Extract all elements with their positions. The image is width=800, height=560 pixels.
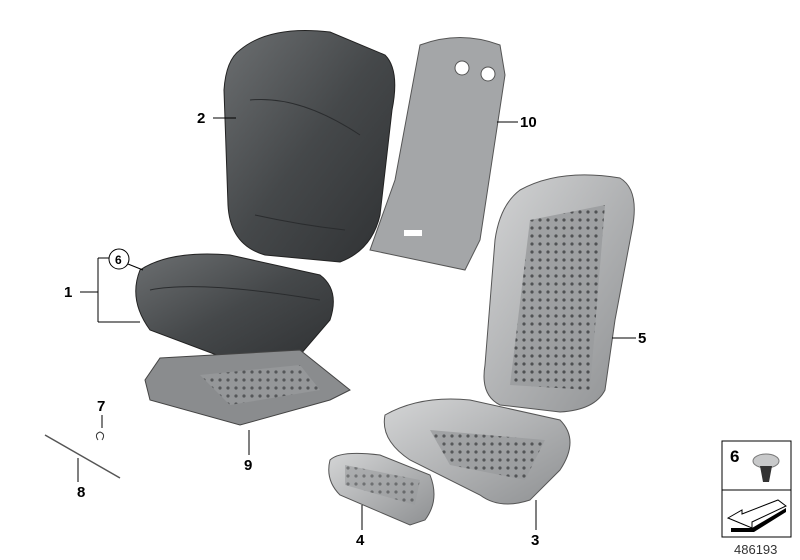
- part-seat-foam[interactable]: [383, 398, 571, 505]
- leader-lines: [77, 117, 636, 530]
- callout-circle: [108, 248, 130, 270]
- callout-1[interactable]: 1: [64, 284, 72, 301]
- arrow-icon: [726, 499, 787, 532]
- callout-6[interactable]: 6: [115, 253, 122, 267]
- part-seat-mat[interactable]: [144, 349, 351, 426]
- callout-3[interactable]: 3: [531, 532, 539, 549]
- callout-7[interactable]: 7: [97, 398, 105, 415]
- part-seat-cover[interactable]: [135, 253, 334, 365]
- part-backrest-pad[interactable]: [369, 37, 506, 271]
- callout-4[interactable]: 4: [356, 532, 365, 549]
- callout-labels: 1 2 3 4 5 6 7 8 9 10: [64, 110, 646, 549]
- part-clip-wire[interactable]: [95, 431, 105, 441]
- legend-part-number: 6: [730, 447, 739, 466]
- part-thigh-support[interactable]: [328, 452, 435, 526]
- clip-icon: [752, 453, 780, 482]
- part-backrest-foam[interactable]: [483, 174, 635, 413]
- callout-9[interactable]: 9: [244, 457, 252, 474]
- reference-number: 486193: [734, 542, 777, 557]
- callout-2[interactable]: 2: [197, 110, 205, 127]
- part-rod[interactable]: [44, 434, 121, 479]
- legend-box: 6: [721, 440, 792, 538]
- callout-10[interactable]: 10: [520, 114, 537, 131]
- callout-5[interactable]: 5: [638, 330, 646, 347]
- callout-8[interactable]: 8: [77, 484, 85, 501]
- part-backrest-cover[interactable]: [223, 29, 396, 263]
